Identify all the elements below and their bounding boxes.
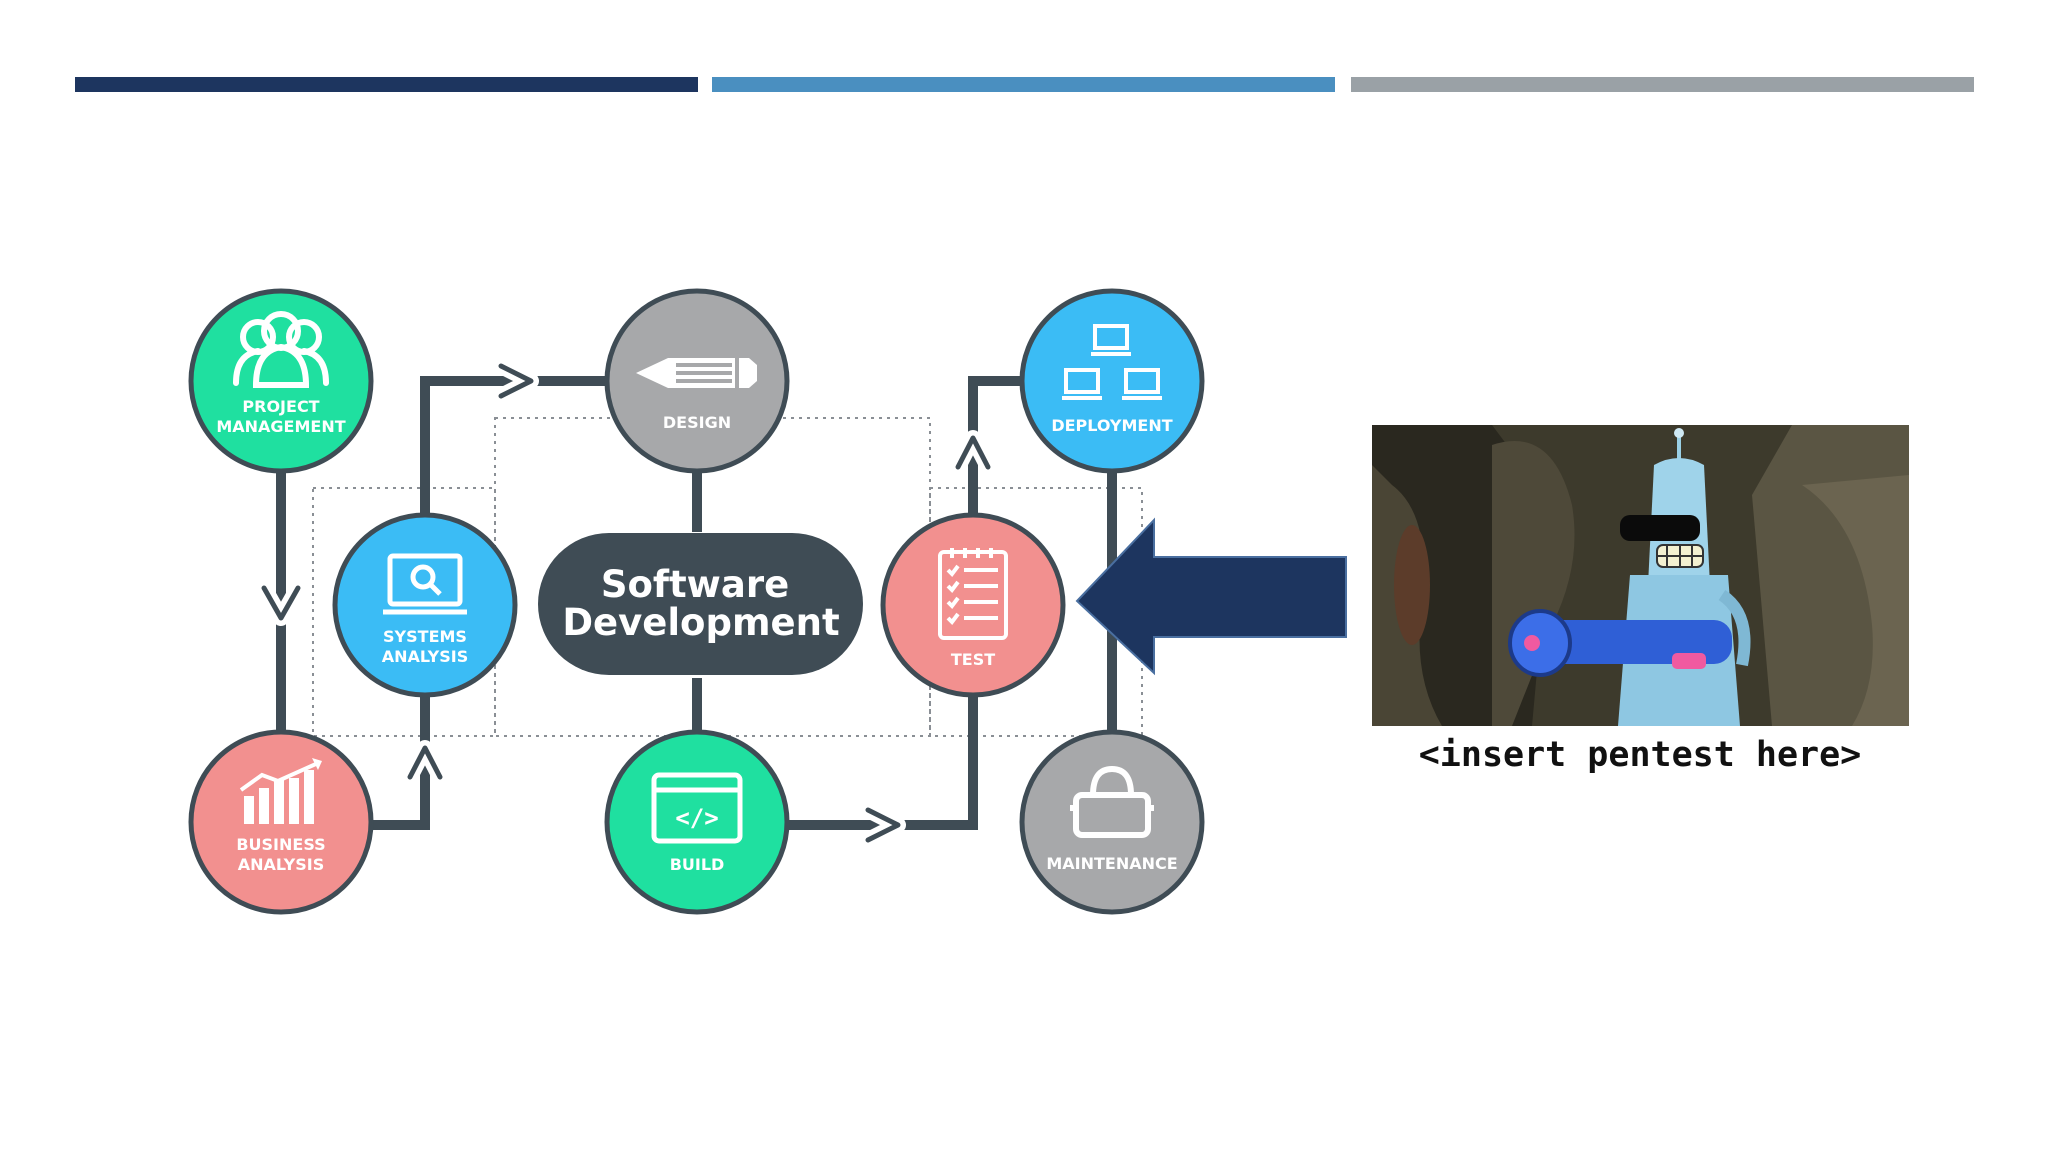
clipboard-checklist-icon [938, 548, 1008, 640]
node-build: </> BUILD [604, 729, 790, 915]
project-management-label-1: PROJECT [242, 397, 319, 416]
top-bar-gray [1351, 77, 1974, 92]
business-analysis-label-2: ANALYSIS [238, 855, 324, 874]
chevron-up-icon [955, 435, 991, 470]
node-design: DESIGN [604, 288, 790, 474]
cartoon-robot-image [1372, 425, 1909, 726]
systems-analysis-label-1: SYSTEMS [383, 627, 467, 646]
magnifier-monitor-icon [383, 553, 467, 615]
center-label-line1: Software [601, 563, 789, 606]
project-management-label-2: MANAGEMENT [216, 417, 345, 436]
center-pill: Software Development [538, 533, 863, 675]
deployment-label: DEPLOYMENT [1051, 416, 1172, 435]
design-label: DESIGN [663, 413, 731, 432]
image-caption: <insert pentest here> [1418, 735, 1862, 775]
svg-text:</>: </> [675, 804, 718, 832]
chevron-up-icon [407, 745, 443, 780]
chevron-down-icon [261, 585, 301, 621]
systems-analysis-label-2: ANALYSIS [382, 647, 468, 666]
chevron-right-icon [498, 363, 534, 399]
node-maintenance: MAINTENANCE [1019, 729, 1205, 915]
node-project-management: PROJECT MANAGEMENT [188, 288, 374, 474]
pointer-arrow [1075, 517, 1347, 676]
top-bar-blue [712, 77, 1335, 92]
robot-illustration [1372, 425, 1909, 726]
people-icon [233, 311, 329, 388]
business-analysis-label-1: BUSINESS [236, 835, 325, 854]
center-label-line2: Development [562, 601, 839, 644]
chevron-right-icon [865, 807, 901, 843]
node-deployment: DEPLOYMENT [1019, 288, 1205, 474]
growth-chart-icon [239, 758, 322, 824]
maintenance-label: MAINTENANCE [1046, 854, 1177, 873]
connector-lines [276, 376, 1117, 830]
node-test: TEST [880, 512, 1066, 698]
node-systems-analysis: SYSTEMS ANALYSIS [332, 512, 518, 698]
test-label: TEST [951, 650, 995, 669]
build-label: BUILD [670, 855, 725, 874]
network-computers-icon [1062, 324, 1162, 400]
code-window-icon: </> [651, 772, 743, 844]
node-business-analysis: BUSINESS ANALYSIS [188, 729, 374, 915]
pencil-icon [636, 358, 757, 388]
top-bar-navy [75, 77, 698, 92]
toolbox-icon [1070, 766, 1154, 838]
